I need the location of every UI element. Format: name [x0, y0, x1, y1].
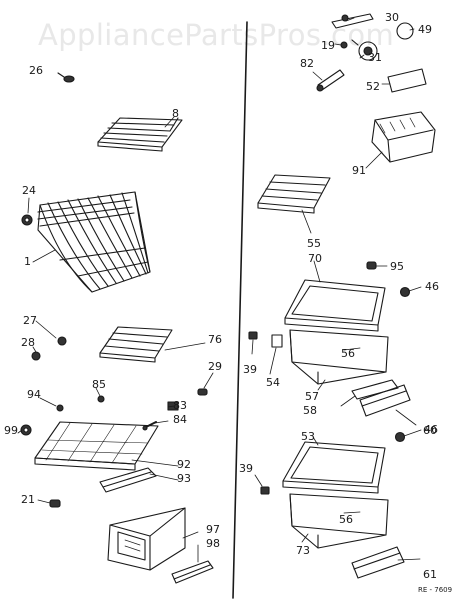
callout-93: 93	[177, 472, 191, 485]
callout-94: 94	[27, 388, 41, 401]
watermark: AppliancePartsPros.com	[38, 18, 395, 52]
part-49-bulb	[396, 22, 414, 40]
callout-1: 1	[24, 255, 31, 268]
part-30-bracket	[331, 13, 374, 29]
part-73-crisper-drawer	[289, 493, 389, 549]
part-82-switch	[316, 69, 345, 92]
figure-code: RE - 7609	[418, 586, 453, 594]
part-99-clip	[20, 424, 32, 436]
callout-57: 57	[305, 390, 319, 403]
callout-76: 76	[208, 333, 222, 346]
callout-24: 24	[22, 184, 36, 197]
part-46-clip-lower	[394, 431, 406, 443]
callout-56-upper: 56	[341, 347, 355, 360]
part-84-screw	[142, 421, 157, 431]
callout-73: 73	[296, 544, 310, 557]
part-1-large-wire-shelf	[37, 191, 151, 293]
part-29-clip	[197, 388, 208, 396]
callout-83: 83	[173, 399, 187, 412]
callout-70: 70	[308, 252, 322, 265]
callout-61: 61	[423, 568, 437, 581]
callout-56-lower: 56	[339, 513, 353, 526]
callout-52: 52	[366, 80, 380, 93]
part-92-glass-shelf	[34, 421, 159, 471]
part-55-wire-shelf	[257, 174, 331, 214]
callout-97: 97	[206, 523, 220, 536]
part-57-crisper-drawer	[289, 329, 389, 385]
part-97-pan	[107, 507, 186, 571]
callout-82: 82	[300, 57, 314, 70]
callout-39-upper: 39	[243, 363, 257, 376]
callout-19: 19	[321, 39, 335, 52]
part-39-clip-upper	[248, 331, 258, 340]
leader-lines	[17, 17, 422, 563]
callout-27: 27	[23, 314, 37, 327]
part-31-light-socket	[351, 39, 378, 61]
part-98-trim	[171, 560, 214, 584]
callout-53: 53	[301, 430, 315, 443]
center-divider	[232, 21, 248, 599]
part-60-front	[359, 384, 411, 417]
callout-31: 31	[368, 51, 382, 64]
callout-55: 55	[307, 237, 321, 250]
part-52-cover	[387, 68, 427, 93]
part-8-wire-shelf	[97, 117, 183, 152]
part-28-clip	[31, 351, 41, 361]
part-85-pin	[97, 395, 105, 403]
part-61-front	[351, 546, 405, 579]
part-94-pin	[56, 404, 64, 412]
part-39-clip-lower	[260, 486, 270, 495]
part-19-screw	[340, 41, 348, 49]
part-24-clip	[21, 214, 33, 226]
callout-99: 99	[4, 424, 18, 437]
callout-91: 91	[352, 164, 366, 177]
callout-98: 98	[206, 537, 220, 550]
callout-92: 92	[177, 458, 191, 471]
callout-8: 8	[172, 107, 179, 120]
callout-95: 95	[390, 260, 404, 273]
part-53-crisper-cover	[282, 441, 386, 494]
callout-46-lower: 46	[424, 423, 438, 436]
callout-39-lower: 39	[239, 462, 253, 475]
callout-49: 49	[418, 23, 432, 36]
part-27-clip	[57, 336, 67, 346]
callout-85: 85	[92, 378, 106, 391]
callout-28: 28	[21, 336, 35, 349]
callout-58: 58	[303, 404, 317, 417]
part-93-trim	[99, 467, 157, 493]
callout-29: 29	[208, 360, 222, 373]
callout-30: 30	[385, 11, 399, 24]
part-46-clip-upper	[399, 286, 411, 298]
part-58-trim	[351, 379, 399, 400]
callout-26: 26	[29, 64, 43, 77]
callout-21: 21	[21, 493, 35, 506]
part-76-wire-shelf	[99, 326, 173, 363]
part-91-bin	[371, 111, 436, 163]
part-21-clip	[49, 499, 61, 508]
callout-54: 54	[266, 376, 280, 389]
part-95-clip	[366, 261, 377, 270]
callout-60: 60	[423, 424, 437, 437]
callout-46-upper: 46	[425, 280, 439, 293]
part-26-clip	[57, 72, 75, 83]
part-70-crisper-cover	[284, 279, 386, 332]
part-54-end-cap	[271, 334, 283, 348]
callout-84: 84	[173, 413, 187, 426]
